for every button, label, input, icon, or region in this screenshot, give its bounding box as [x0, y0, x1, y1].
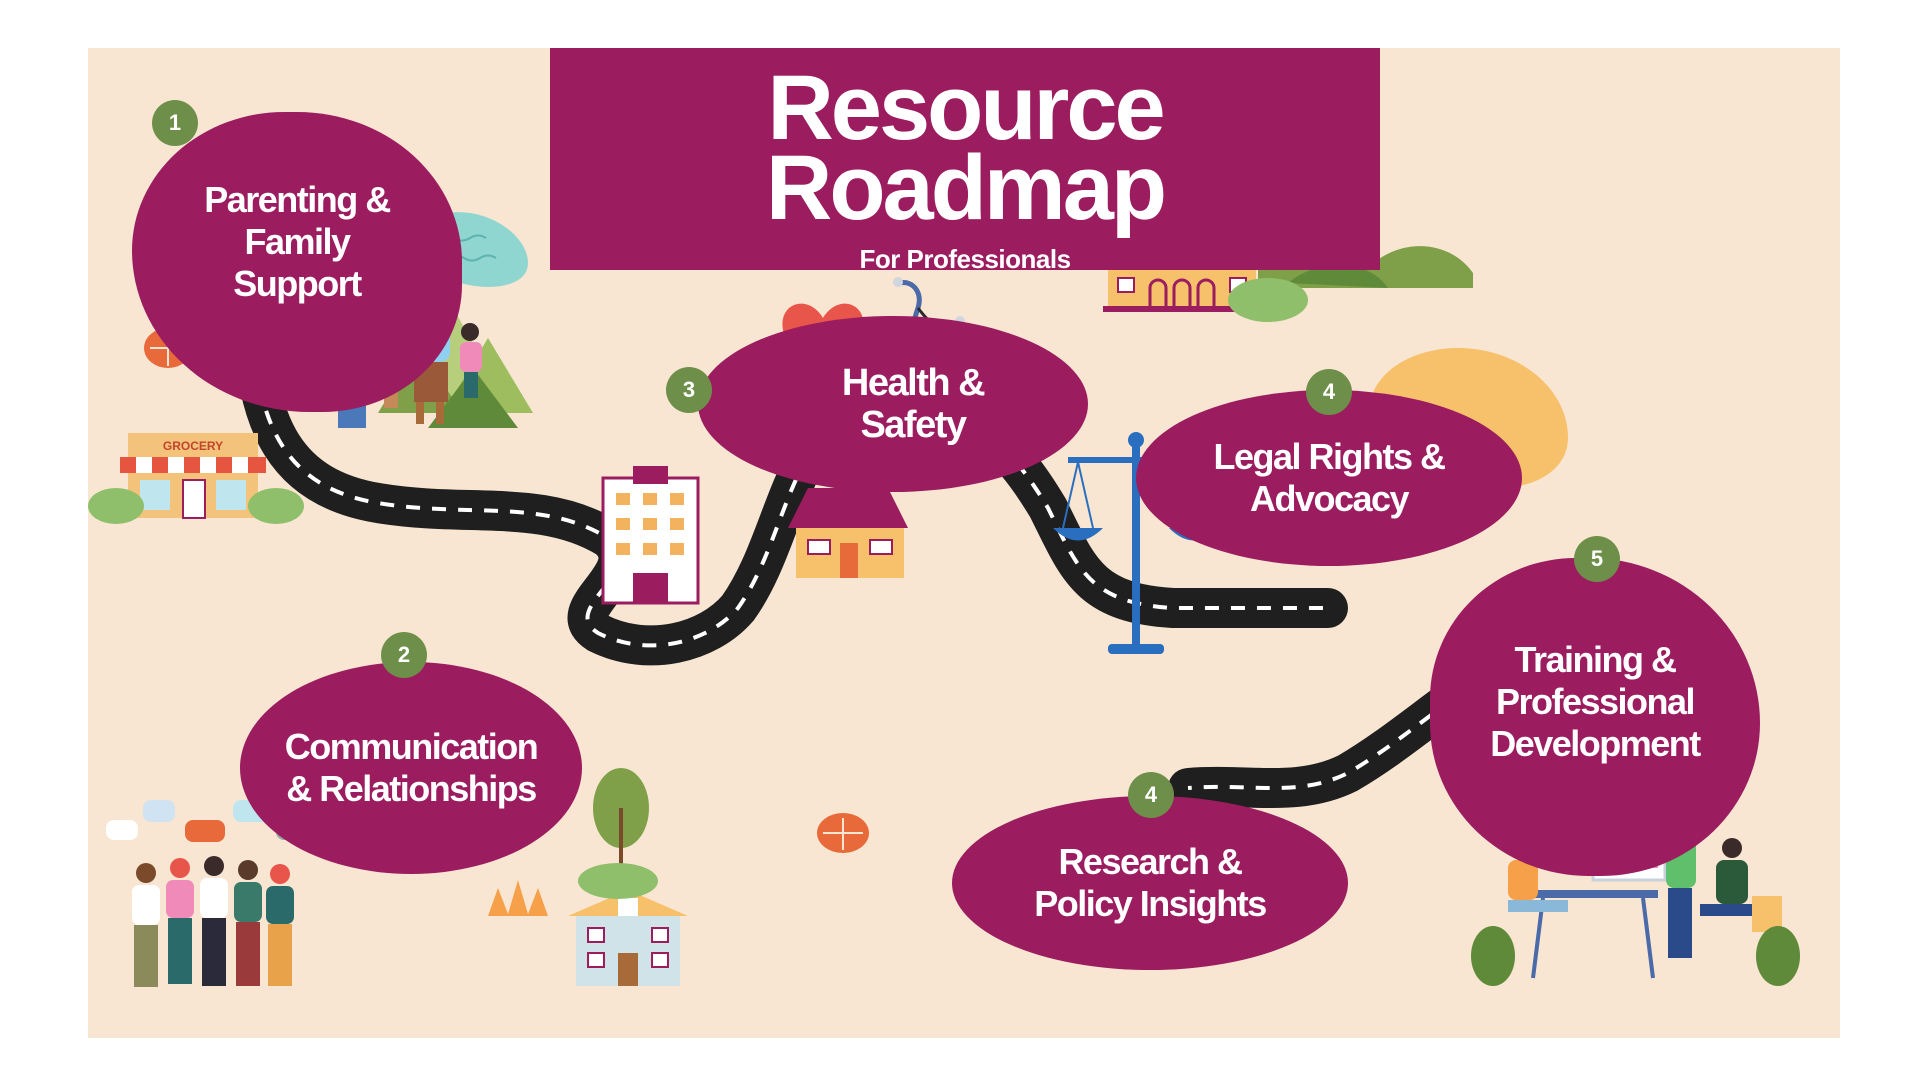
step-1-line-1: Parenting &: [204, 179, 391, 220]
office-meeting-illustration: [1471, 810, 1800, 986]
title-banner: Resource Roadmap For Professionals: [550, 48, 1380, 274]
step-4-research-line-2: Policy Insights: [1034, 883, 1267, 924]
step-4-research-line-1: Research &: [1058, 841, 1243, 882]
step-4-legal-line-2: Advocacy: [1249, 478, 1410, 519]
roadmap-canvas: GROCERY: [88, 48, 1840, 1038]
subtitle: For Professionals: [859, 244, 1071, 274]
step-3-health-safety: Health & Safety: [698, 316, 1088, 492]
step-1-line-3: Support: [233, 263, 362, 304]
grocery-sign: GROCERY: [163, 439, 223, 453]
step-4-research-badge: 4: [1128, 772, 1174, 818]
title-line-2: Roadmap: [765, 137, 1167, 239]
step-2-line-2: & Relationships: [286, 768, 537, 809]
step-5-line-2: Professional: [1495, 681, 1696, 722]
title-line-1: Resource: [767, 57, 1165, 159]
step-3-line-1: Health &: [841, 362, 986, 404]
step-5-training-professional-development: Training & Professional Development: [1430, 558, 1760, 876]
school-building-icon: [568, 880, 688, 986]
step-1-line-2: Family: [244, 221, 351, 262]
step-4-research-policy-insights: Research & Policy Insights: [952, 796, 1348, 970]
tree-icon: [578, 768, 658, 899]
people-chatting-illustration: [106, 800, 302, 987]
step-4-legal-rights-advocacy: Legal Rights & Advocacy: [1136, 390, 1522, 566]
step-3-badge: 3: [666, 367, 712, 413]
step-4-legal-line-1: Legal Rights &: [1213, 436, 1446, 477]
step-2-badge: 2: [381, 632, 427, 678]
grocery-store-icon: GROCERY: [88, 433, 304, 524]
bush-icon: [488, 813, 869, 916]
house-icon: [788, 488, 908, 578]
step-1-badge: 1: [152, 100, 198, 146]
step-4-legal-badge: 4: [1306, 369, 1352, 415]
step-5-line-3: Development: [1490, 723, 1701, 764]
step-1-parenting-family-support: Parenting & Family Support: [132, 112, 462, 412]
apartment-building-icon: [601, 466, 700, 605]
step-2-communication-relationships: Communication & Relationships: [240, 662, 582, 874]
step-2-line-1: Communication: [284, 726, 539, 767]
step-3-line-2: Safety: [860, 404, 967, 446]
step-5-badge: 5: [1574, 536, 1620, 582]
step-5-line-1: Training &: [1514, 639, 1677, 680]
